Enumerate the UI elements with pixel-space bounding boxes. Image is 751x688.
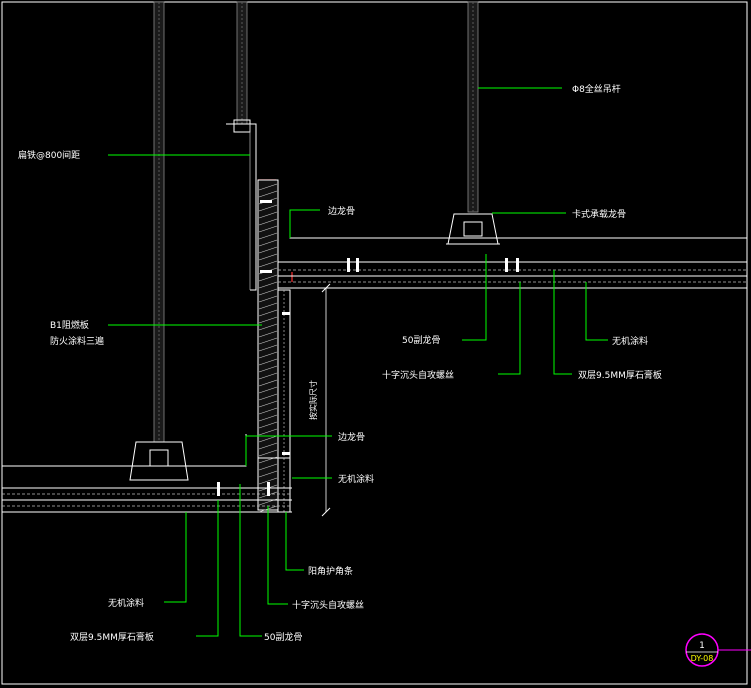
board-hatch-line: [258, 428, 278, 436]
board-hatch-line: [258, 218, 278, 226]
hanger-rod-right: [467, 1, 479, 213]
board-hatch-line: [258, 274, 278, 282]
label-self-tap-screw-right: 十字沉头自攻螺丝: [382, 369, 454, 381]
hanger-rod-left: [153, 1, 165, 443]
dimension-line: 按实际尺寸: [308, 283, 331, 517]
board-hatch-line: [258, 302, 278, 310]
label-b1-board: B1阻燃板: [50, 319, 89, 331]
board-hatch-line: [258, 477, 278, 485]
board-hatch-line: [258, 379, 278, 387]
upper-ceiling-right: [278, 210, 747, 289]
board-hatch-line: [258, 295, 278, 303]
board-hatch-line: [258, 449, 278, 457]
board-hatch-line: [258, 211, 278, 219]
label-inorganic-coating-mid: 无机涂料: [338, 473, 374, 485]
section-tag: 1 DY-08: [685, 633, 751, 667]
screws: [217, 200, 519, 496]
leader-lines: [108, 87, 608, 637]
card-keel-clip: [446, 213, 500, 245]
section-tag-code: DY-08: [691, 654, 714, 663]
board-hatch-line: [258, 470, 278, 478]
label-self-tap-screw-left: 十字沉头自攻螺丝: [292, 599, 364, 611]
label-hanger-rod: Φ8全丝吊杆: [572, 83, 621, 95]
board-hatch-line: [258, 183, 278, 191]
board-hatch-line: [258, 365, 278, 373]
board-hatch-line: [258, 414, 278, 422]
board-hatch-line: [258, 421, 278, 429]
label-edge-keel-top: 边龙骨: [328, 205, 355, 217]
board-hatch-line: [258, 372, 278, 380]
board-hatch-line: [258, 309, 278, 317]
board-hatch-line: [258, 393, 278, 401]
label-keel-50-left: 50副龙骨: [264, 631, 302, 643]
label-corner-bead: 阳角护角条: [308, 565, 353, 577]
board-hatch-line: [258, 323, 278, 331]
label-gypsum-right: 双层9.5MM厚石膏板: [578, 369, 662, 381]
lower-ceiling-left: [2, 434, 292, 513]
board-hatch-line: [258, 204, 278, 212]
board-hatch-line: [258, 435, 278, 443]
board-hatch-line: [258, 253, 278, 261]
board-hatch-line: [258, 337, 278, 345]
dimension-text: 按实际尺寸: [308, 380, 318, 420]
board-hatch-line: [258, 351, 278, 359]
card-keel-clip-left: [129, 441, 189, 481]
vertical-plasterboard: [277, 289, 291, 513]
label-keel-50-right: 50副龙骨: [402, 334, 440, 346]
board-hatch-line: [258, 260, 278, 268]
board-hatch-line: [258, 190, 278, 198]
board-hatch-line: [258, 400, 278, 408]
board-hatch-line: [258, 463, 278, 471]
board-hatch-line: [258, 225, 278, 233]
board-hatch-line: [258, 407, 278, 415]
board-hatch-line: [258, 330, 278, 338]
board-hatch-line: [258, 344, 278, 352]
board-hatch-line: [258, 288, 278, 296]
edge-keel-mid: [258, 440, 291, 459]
board-hatch-line: [258, 316, 278, 324]
board-hatch-line: [258, 232, 278, 240]
label-angle-steel: 扁铁@800间距: [18, 149, 80, 161]
board-hatch-line: [258, 246, 278, 254]
board-hatch-line: [258, 442, 278, 450]
label-edge-keel-mid: 边龙骨: [338, 431, 365, 443]
board-hatch-line: [258, 386, 278, 394]
label-card-keel: 卡式承载龙骨: [572, 208, 626, 220]
label-inorganic-coating-left: 无机涂料: [108, 597, 144, 609]
label-inorganic-coating-right: 无机涂料: [612, 335, 648, 347]
hanger-rod-mid: [236, 1, 248, 125]
board-hatch-line: [258, 239, 278, 247]
section-tag-number: 1: [699, 641, 705, 651]
angle-iron-bracket: [226, 119, 257, 291]
label-gypsum-left: 双层9.5MM厚石膏板: [70, 631, 154, 643]
label-fire-coating: 防火涂料三遍: [50, 335, 104, 347]
board-hatch-line: [258, 281, 278, 289]
board-hatch-line: [258, 358, 278, 366]
b1-vertical-board: [257, 179, 279, 513]
